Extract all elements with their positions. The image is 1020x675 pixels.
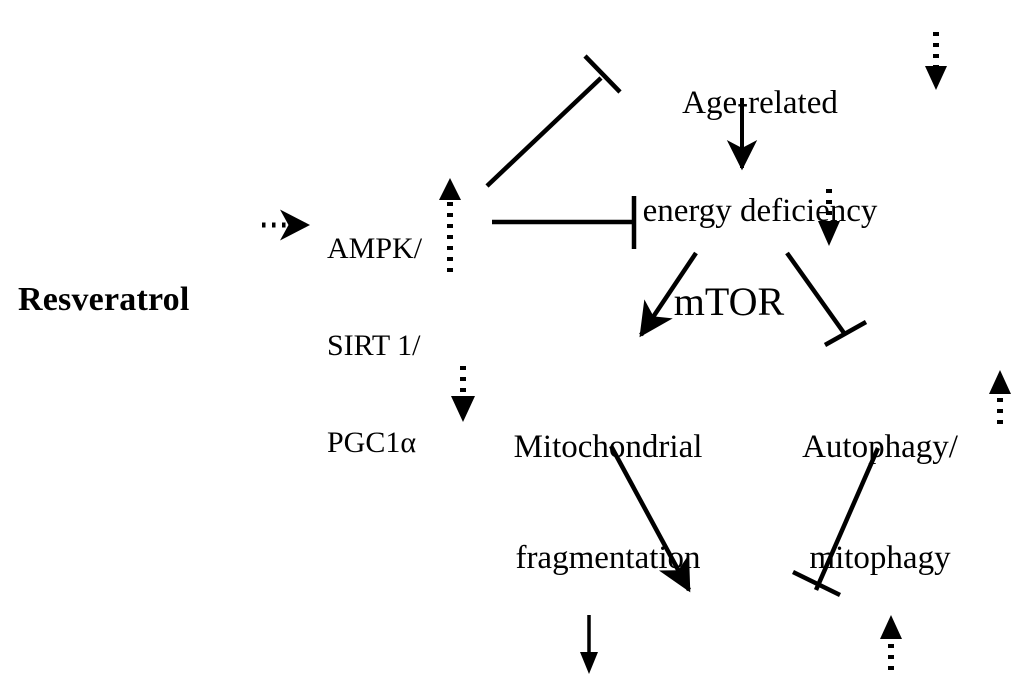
node-age-related-line-2: energy deficiency	[642, 193, 878, 230]
edge-mtor-inhibits-autophagy	[785, 251, 868, 347]
node-mtor[interactable]: mTOR	[640, 190, 818, 414]
node-autophagy-line-2: mitophagy	[809, 539, 951, 576]
edge-autophagy-inhibits-mtdna	[792, 447, 881, 598]
indicator-ampk-up	[439, 178, 461, 272]
node-mtor-line-1: mTOR	[673, 278, 785, 324]
node-age-related-line-1: Age-related	[682, 84, 838, 121]
indicator-mito-frag-down	[451, 366, 475, 422]
node-ampk-line-3: PGC1α	[327, 426, 417, 460]
node-mito-frag-line-1: Mitochondrial	[513, 428, 703, 465]
indicator-mtdna-up	[880, 615, 902, 670]
node-resveratrol[interactable]: Resveratrol	[18, 205, 190, 395]
indicator-autophagy-up	[989, 370, 1011, 424]
node-ampk-line-2: SIRT 1/	[327, 328, 421, 362]
node-autophagy-line-1: Autophagy/	[802, 428, 958, 465]
node-age-related-energy-deficiency[interactable]: Age-related energy deficiency	[600, 12, 920, 302]
edge-ampk-inhibits-mtor	[492, 196, 637, 249]
node-resveratrol-line-1: Resveratrol	[18, 281, 190, 319]
node-ampk-sirt1-pgc1a[interactable]: AMPK/ SIRT 1/ PGC1α	[327, 168, 422, 524]
indicator-age-related-down	[925, 32, 947, 90]
node-ampk-line-1: AMPK/	[327, 231, 423, 265]
edge-mtor-to-mito-frag	[639, 251, 698, 338]
node-mito-frag-line-2: fragmentation	[515, 539, 701, 576]
indicator-mtor-down	[818, 189, 840, 246]
edge-mito-frag-to-mtdna	[609, 444, 691, 593]
indicator-mtdna-down	[580, 615, 598, 674]
node-autophagy-mitophagy[interactable]: Autophagy/ mitophagy	[790, 355, 970, 651]
node-mitochondrial-fragmentation[interactable]: Mitochondrial fragmentation	[490, 355, 726, 651]
edge-ampk-inhibits-age-related	[485, 54, 622, 188]
node-mtdna-quality[interactable]: mtDNA quality	[612, 611, 868, 675]
